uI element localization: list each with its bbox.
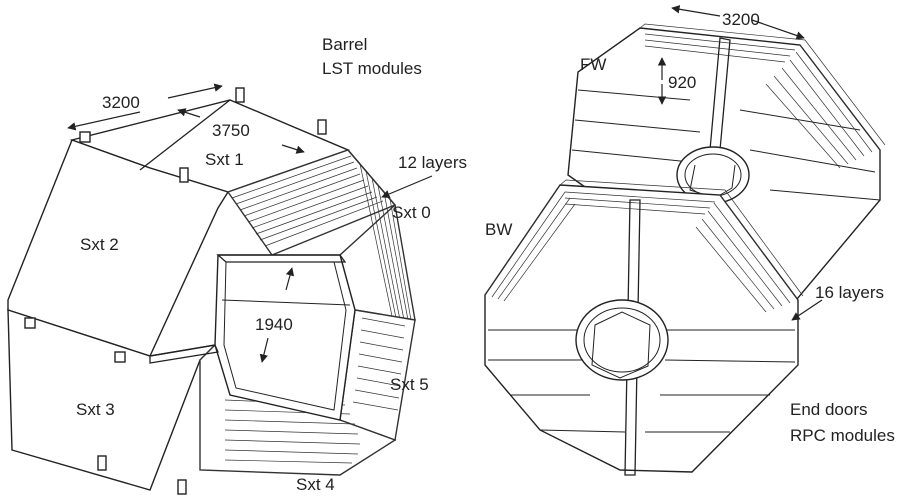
sextant-5-label: Sxt 5 xyxy=(390,375,429,394)
barrel-inner-label: 1940 xyxy=(255,315,293,334)
backward-end-door xyxy=(484,179,804,476)
barrel-length-arrow-left xyxy=(67,111,141,131)
barrel-bracket-tab xyxy=(114,351,126,363)
barrel-inner-arrow-up xyxy=(285,267,295,291)
sextant-4-label: Sxt 4 xyxy=(296,475,335,494)
endcap-title-line2: RPC modules xyxy=(790,426,895,445)
endcap-layers-label: 16 layers xyxy=(815,283,884,302)
forward-length-arrow-right xyxy=(751,19,805,40)
barrel-length-arrow-right xyxy=(167,83,223,99)
barrel-layers-arrow xyxy=(381,175,433,198)
barrel-bracket-tab xyxy=(79,131,91,143)
forward-door-label: FW xyxy=(580,55,606,74)
barrel-width-label: 3750 xyxy=(212,121,250,140)
sextant-1-label: Sxt 1 xyxy=(205,150,244,169)
sextant-1-stack xyxy=(226,149,397,256)
barrel-bracket-tab xyxy=(317,119,327,135)
barrel-title-line1: Barrel xyxy=(322,35,367,54)
barrel-inner-bore xyxy=(214,254,356,421)
barrel-length-label: 3200 xyxy=(102,93,140,112)
backward-door-label: BW xyxy=(485,220,512,239)
barrel-width-arrow-right xyxy=(281,144,305,154)
forward-gap-label: 920 xyxy=(668,73,696,92)
barrel-inner-arrow-down xyxy=(259,337,269,363)
barrel-bracket-tab xyxy=(97,455,107,471)
barrel-bracket-tab xyxy=(177,479,187,495)
sextant-0-label: Sxt 0 xyxy=(392,203,431,222)
barrel-bracket-tab xyxy=(179,167,189,183)
sextant-2-face xyxy=(7,139,230,357)
endcap-title-line1: End doors xyxy=(790,400,868,419)
backward-door-stack xyxy=(484,179,804,313)
forward-end-door xyxy=(567,23,886,306)
barrel-yoke xyxy=(7,87,416,495)
forward-door-stack xyxy=(639,23,886,169)
backward-door-bore xyxy=(575,299,669,381)
backward-layers-arrow xyxy=(791,299,823,321)
forward-length-label: 3200 xyxy=(722,10,760,29)
sextant-3-label: Sxt 3 xyxy=(76,400,115,419)
barrel-bracket-tab xyxy=(24,317,36,329)
barrel-layers-label: 12 layers xyxy=(398,153,467,172)
sextant-2-label: Sxt 2 xyxy=(80,235,119,254)
barrel-width-arrow-left xyxy=(177,108,201,118)
barrel-bracket-tab xyxy=(235,87,245,103)
forward-length-arrow-left xyxy=(671,5,721,17)
barrel-title-line2: LST modules xyxy=(322,59,422,78)
